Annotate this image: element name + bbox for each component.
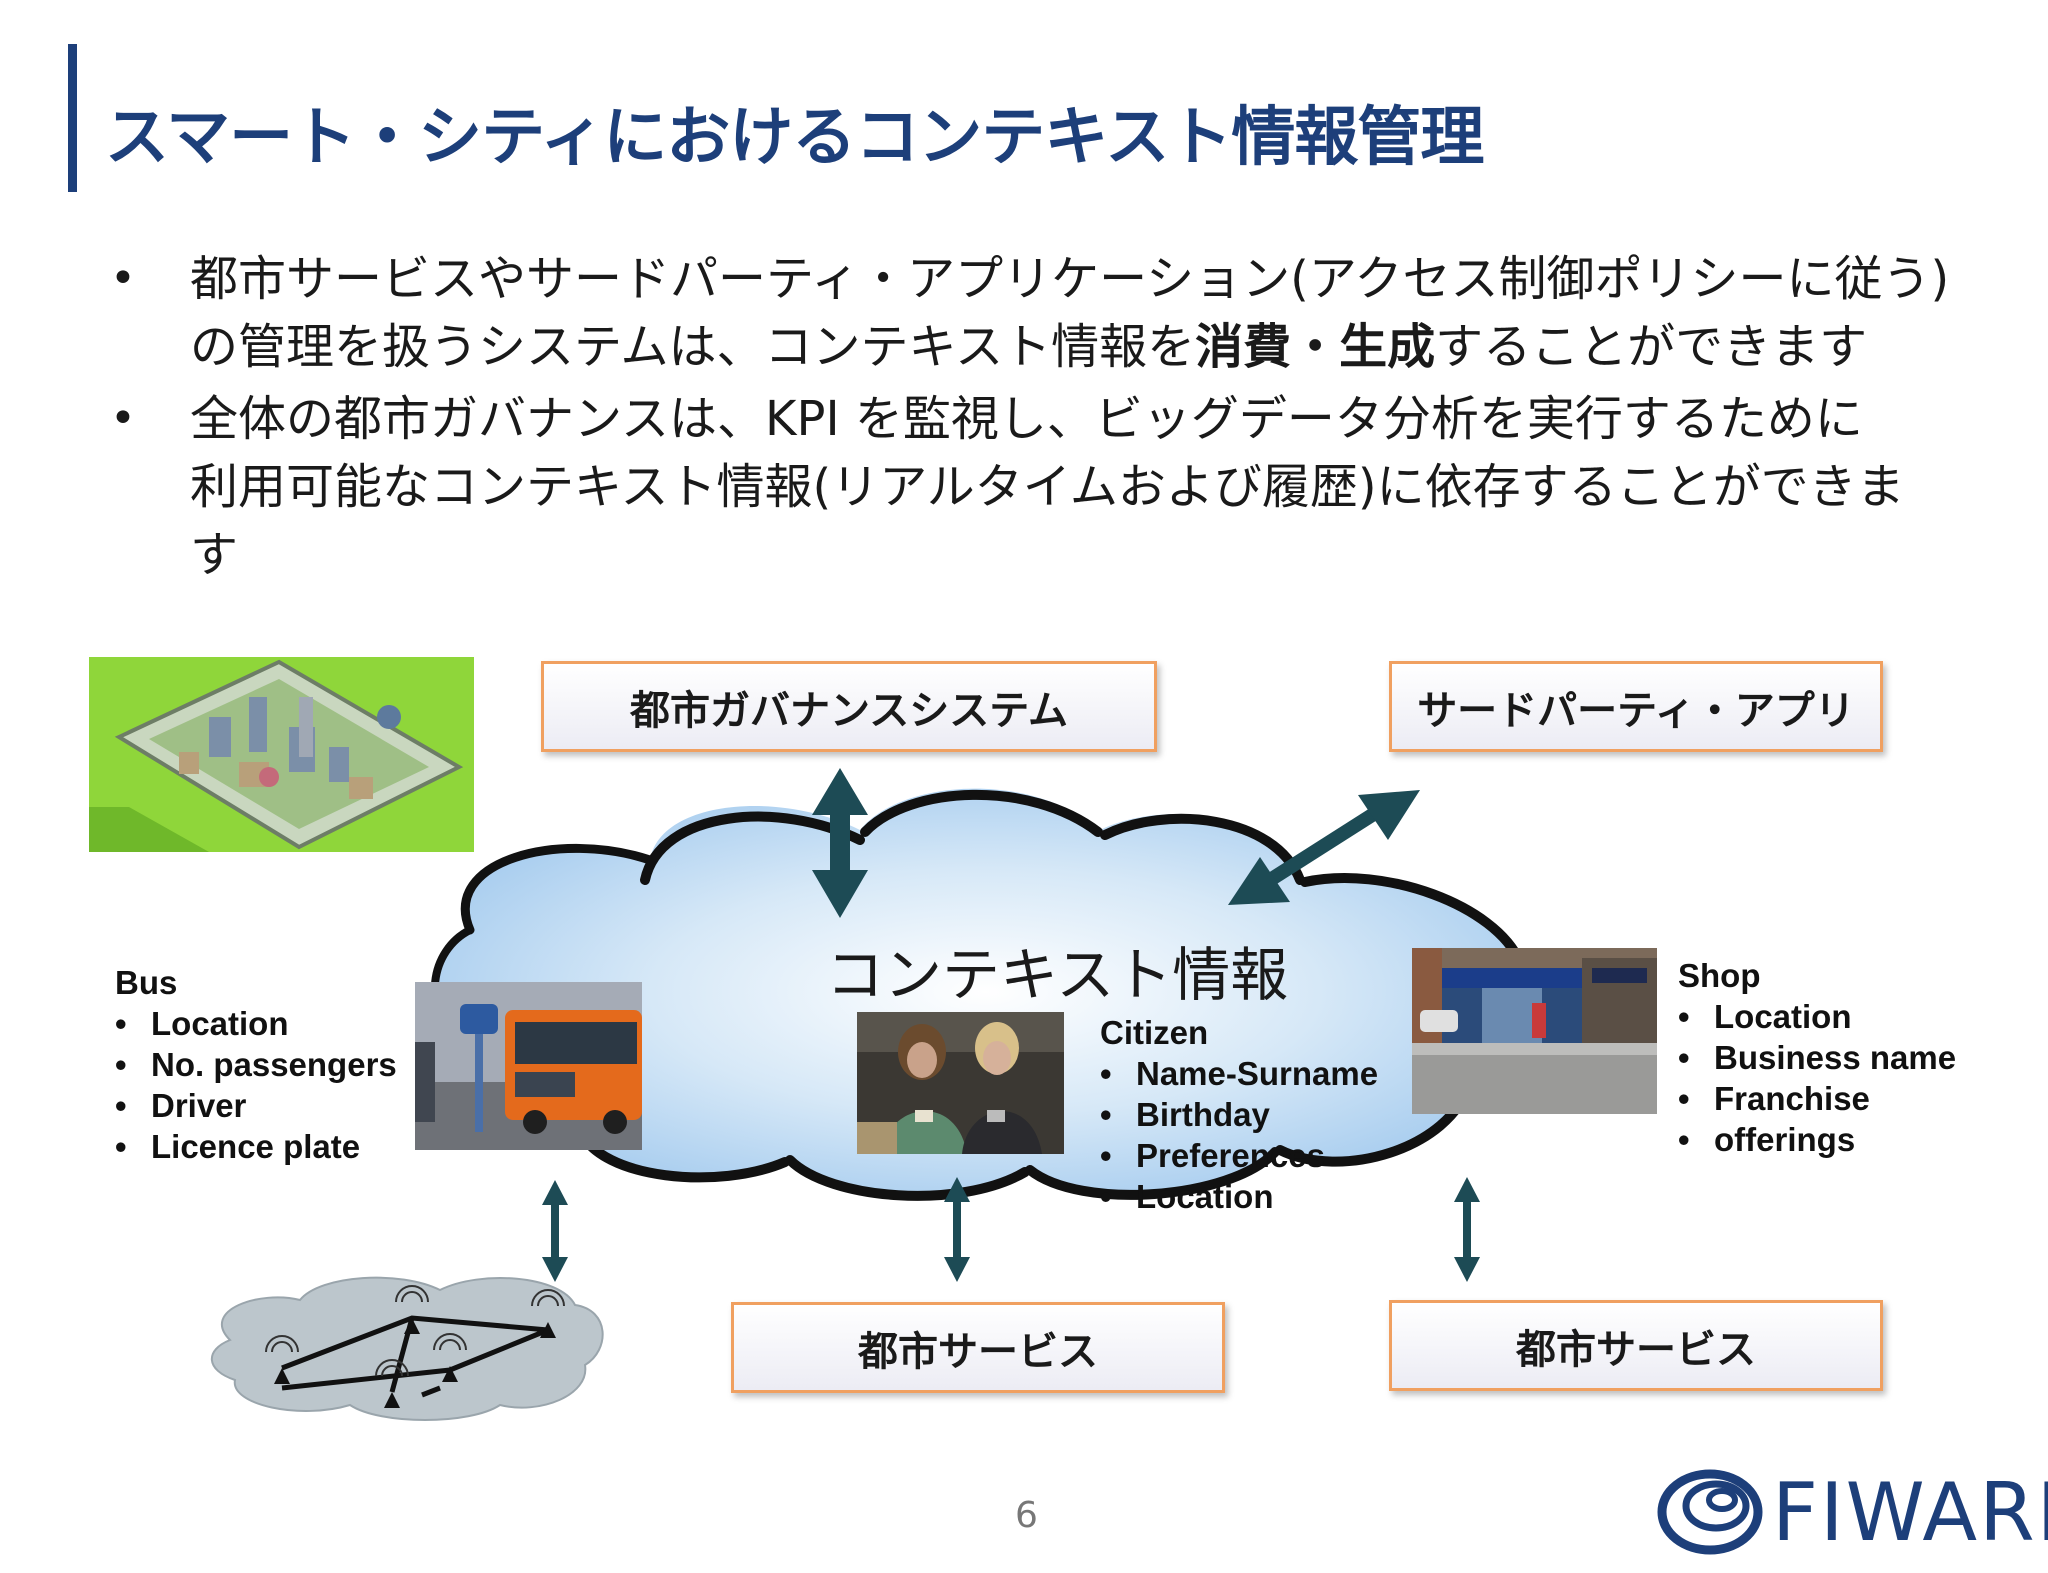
bullet-item-2: 全体の都市ガバナンスは、KPI を監視し、ビッグデータ分析を実行するために 利用… [102, 385, 2002, 589]
list-item: No. passengers [115, 1044, 397, 1085]
list-item: Licence plate [115, 1126, 397, 1167]
bullet-1-emphasis: 消費・生成 [1195, 319, 1436, 375]
list-item: Location [1678, 996, 1956, 1037]
bullet-list: 都市サービスやサードパーティ・アプリケーション(アクセス制御ポリシーに従う) の… [102, 245, 2002, 593]
bus-heading: Bus [115, 964, 178, 1001]
bullet-2-line-3: す [190, 527, 239, 583]
citizen-photo [857, 1012, 1064, 1154]
list-item: offerings [1678, 1119, 1956, 1160]
shop-photo [1412, 948, 1657, 1114]
city-service-box-1: 都市サービス [731, 1302, 1225, 1393]
bus-info: Bus Location No. passengers Driver Licen… [115, 962, 397, 1167]
fiware-logo-text: FIWARE [1772, 1466, 2048, 1559]
title-accent-bar [68, 44, 77, 192]
bullet-2-line-1: 全体の都市ガバナンスは、KPI を監視し、ビッグデータ分析を実行するために [190, 391, 1863, 447]
list-item: Birthday [1100, 1094, 1378, 1135]
bullet-2-line-2: 利用可能なコンテキスト情報(リアルタイムおよび履歴)に依存することができま [190, 459, 1905, 515]
city-governance-system-box: 都市ガバナンスシステム [541, 661, 1157, 752]
list-item: Location [115, 1003, 397, 1044]
shop-attribute-list: Location Business name Franchise offerin… [1678, 996, 1956, 1160]
smart-city-illustration [89, 657, 474, 852]
slide-title: スマート・シティにおけるコンテキスト情報管理 [105, 101, 1484, 175]
bus-attribute-list: Location No. passengers Driver Licence p… [115, 1003, 397, 1167]
list-item: Preferences [1100, 1135, 1378, 1176]
citizen-attribute-list: Name-Surname Birthday Preferences Locati… [1100, 1053, 1378, 1217]
list-item: Business name [1678, 1037, 1956, 1078]
list-item: Franchise [1678, 1078, 1956, 1119]
bullet-1-line-2-post: することができます [1435, 319, 1868, 375]
context-information-label: コンテキスト情報 [826, 941, 1289, 1009]
shop-heading: Shop [1678, 957, 1761, 994]
list-item: Location [1100, 1176, 1378, 1217]
fiware-logo-mark [1657, 1469, 1763, 1555]
citizen-heading: Citizen [1100, 1014, 1209, 1051]
bullet-1-line-1: 都市サービスやサードパーティ・アプリケーション(アクセス制御ポリシーに従う) [190, 251, 1950, 307]
shop-info: Shop Location Business name Franchise of… [1678, 955, 1956, 1160]
list-item: Driver [115, 1085, 397, 1126]
bullet-item-1: 都市サービスやサードパーティ・アプリケーション(アクセス制御ポリシーに従う) の… [102, 245, 2002, 381]
page-number: 6 [1015, 1495, 1038, 1536]
bus-photo [415, 982, 642, 1150]
citizen-info: Citizen Name-Surname Birthday Preference… [1100, 1012, 1378, 1217]
sensor-network-cloud [210, 1276, 604, 1421]
city-service-box-2: 都市サービス [1389, 1300, 1883, 1391]
arrows [542, 768, 1480, 1282]
list-item: Name-Surname [1100, 1053, 1378, 1094]
third-party-app-box: サードパーティ・アプリ [1389, 661, 1883, 752]
bullet-1-line-2-pre: の管理を扱うシステムは、コンテキスト情報を [190, 319, 1196, 375]
